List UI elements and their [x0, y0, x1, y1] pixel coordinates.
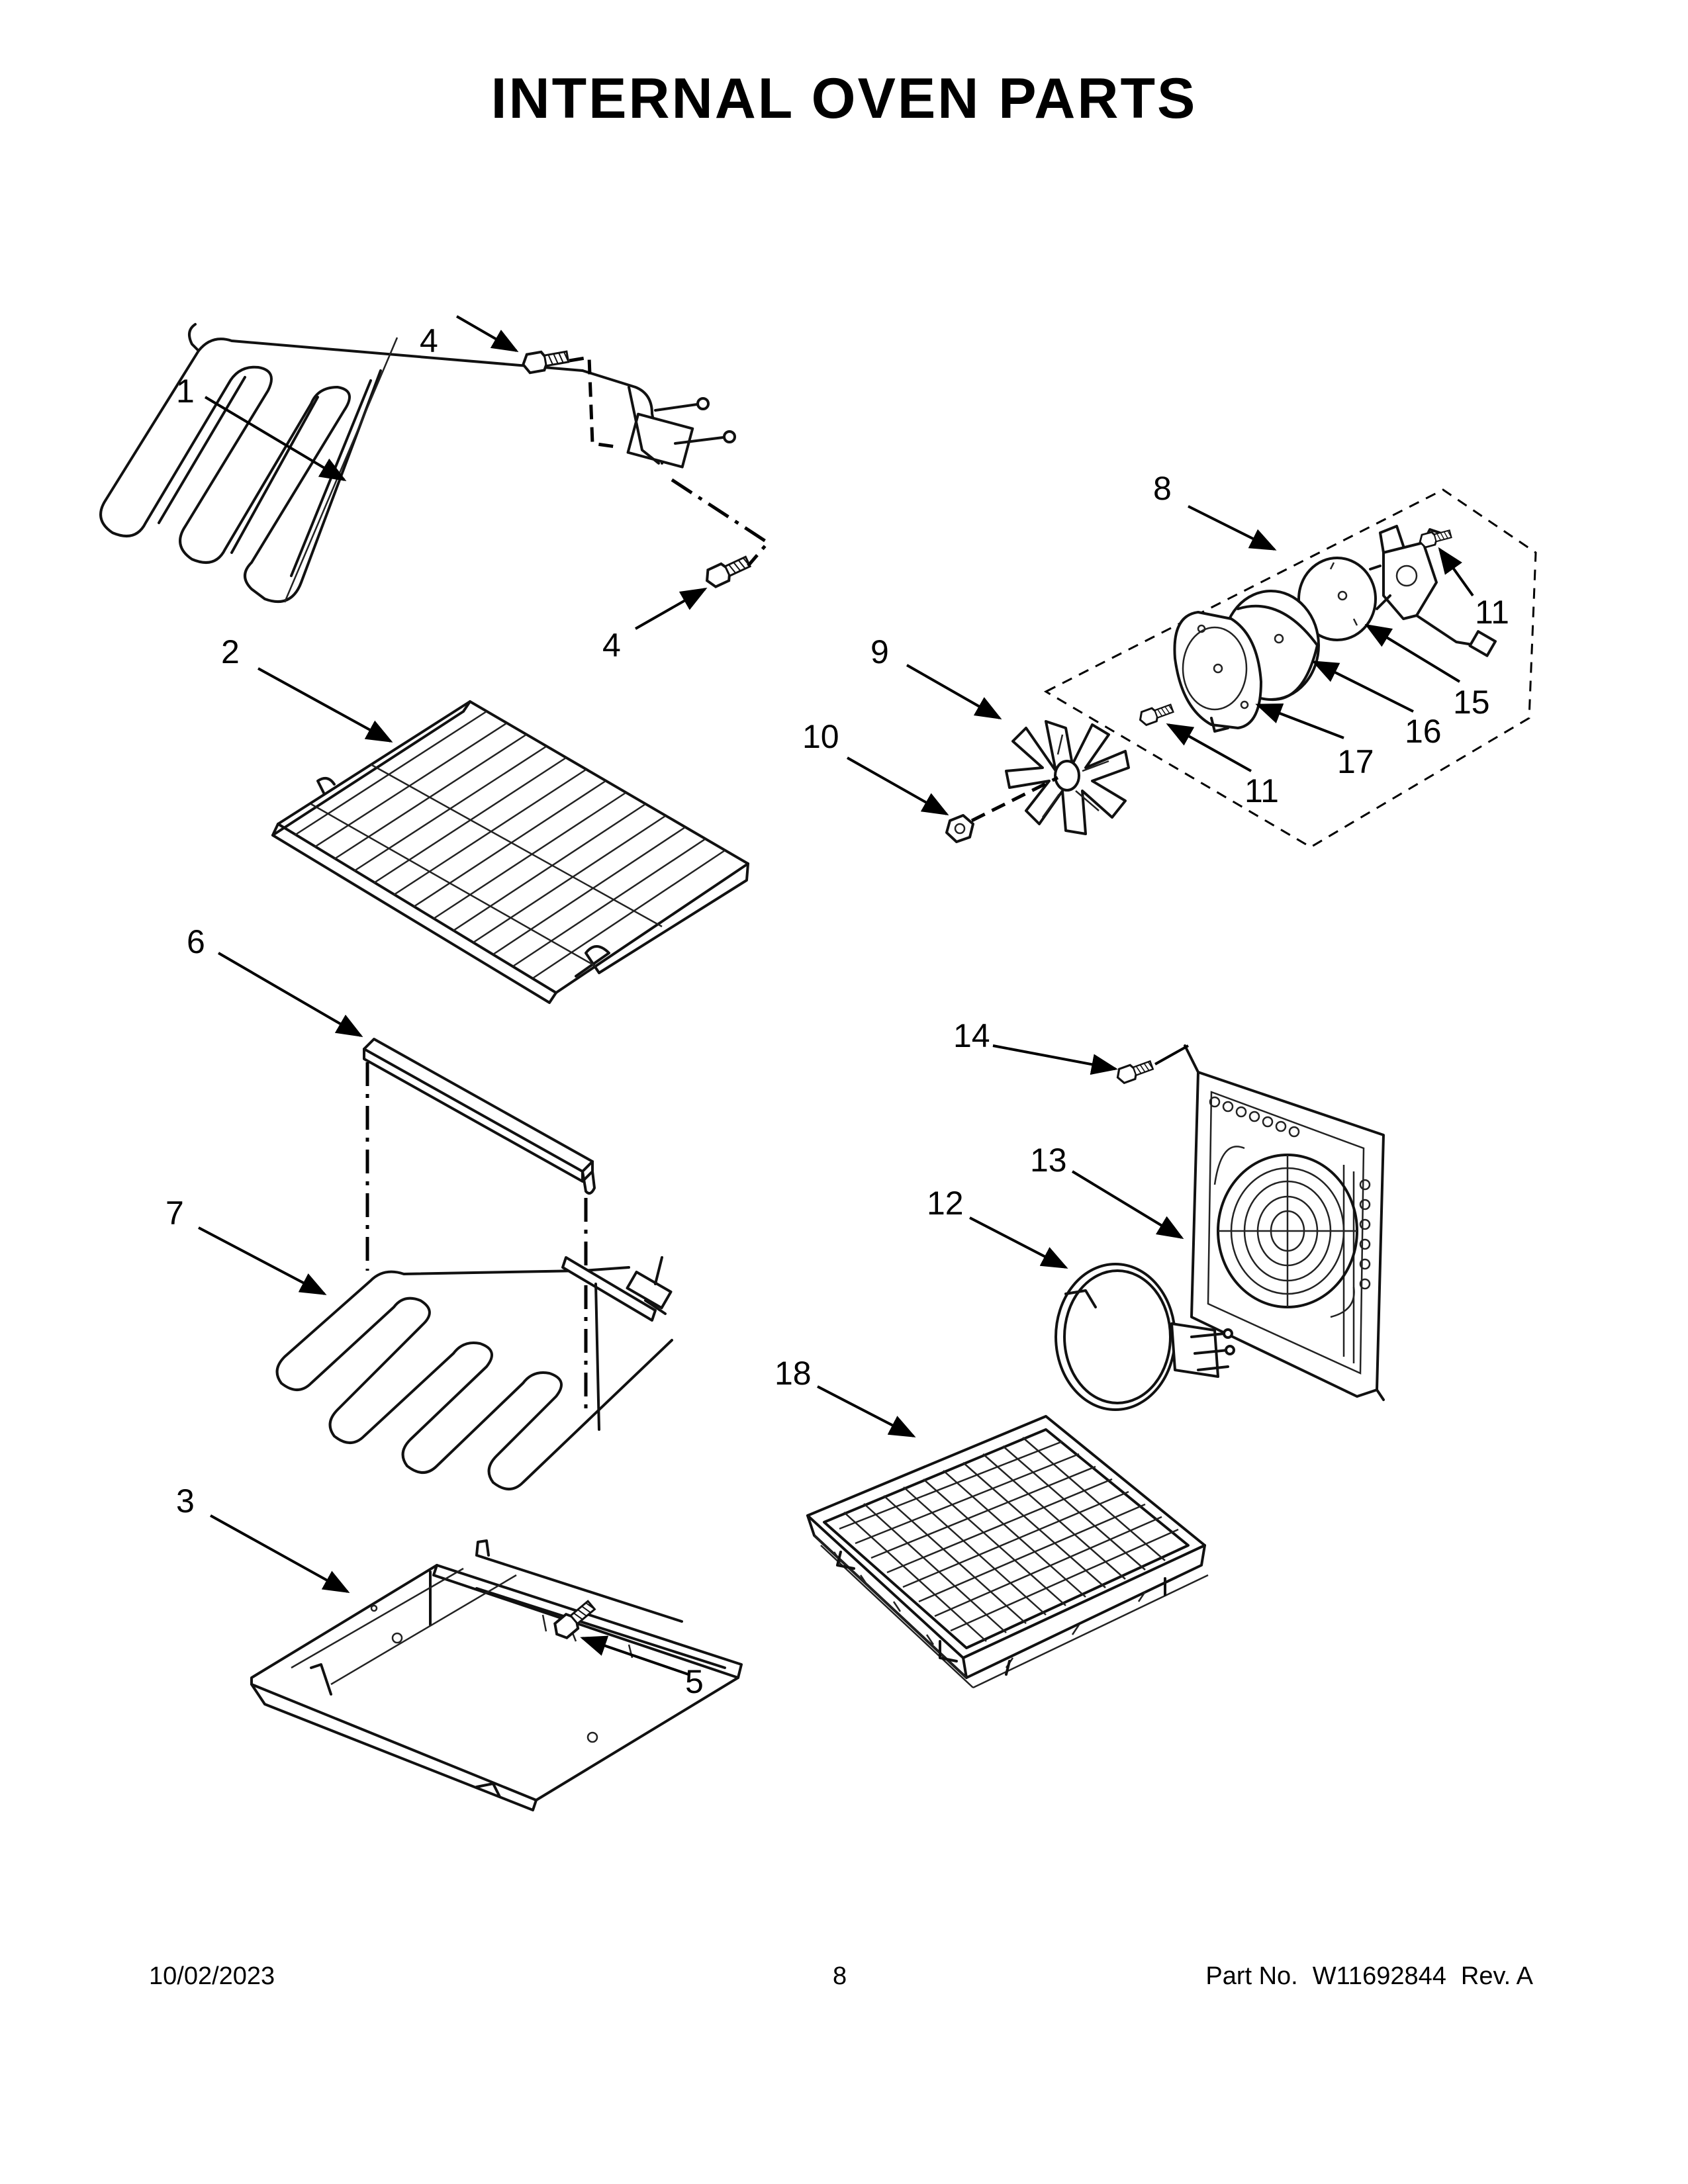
callout-label: 13	[1030, 1142, 1067, 1179]
callout-label: 7	[165, 1195, 184, 1232]
screw-icon	[702, 551, 753, 590]
callout-label: 17	[1337, 743, 1374, 780]
broil-element	[99, 323, 736, 603]
convection-assembly-box	[1043, 488, 1537, 848]
fan-shroud-plate	[1173, 611, 1262, 733]
callout-label: 18	[774, 1355, 812, 1392]
revision: Rev. A	[1460, 1962, 1533, 1990]
callout-label: 8	[1153, 470, 1172, 507]
leader-lines	[198, 315, 1474, 1676]
bake-element	[275, 1256, 673, 1490]
fan-nut	[945, 814, 974, 843]
bottom-panel	[250, 1539, 743, 1811]
assembly-line	[1154, 1044, 1189, 1066]
callout-label: 12	[927, 1185, 964, 1222]
assembly-line	[970, 776, 1059, 823]
callout-label: 11	[1244, 772, 1279, 809]
callout-label: 9	[870, 633, 889, 670]
air-fry-basket	[806, 1415, 1209, 1689]
callout-label: 14	[953, 1017, 990, 1054]
callout-label: 2	[221, 633, 240, 670]
callout-label: 5	[685, 1663, 704, 1700]
part-number: W11692844	[1312, 1962, 1446, 1990]
footer-part-info: Part No. W11692844 Rev. A	[1191, 1962, 1533, 1991]
convection-cover	[1184, 1044, 1385, 1401]
oven-rack	[271, 700, 749, 1004]
page-title: INTERNAL OVEN PARTS	[491, 67, 1197, 130]
callout-label: 4	[602, 627, 621, 664]
footer-page-number: 8	[833, 1962, 847, 1990]
element-bracket	[363, 1038, 596, 1195]
motor-gasket	[1297, 557, 1377, 641]
callout-label: 6	[187, 923, 205, 960]
callout-label: 16	[1405, 713, 1442, 750]
callout-label: 1	[176, 373, 195, 410]
screw-icon	[1114, 1057, 1156, 1086]
callout-label: 11	[1475, 594, 1509, 631]
callout-label: 4	[420, 322, 438, 359]
callout-label: 10	[802, 718, 839, 755]
convection-element	[1055, 1263, 1235, 1411]
convection-fan-blade	[1005, 720, 1130, 835]
assembly-line	[569, 355, 616, 449]
callout-label: 3	[176, 1482, 195, 1520]
callout-label: 15	[1453, 684, 1490, 721]
screw-icon	[1137, 700, 1176, 728]
assembly-line	[671, 478, 771, 567]
footer-date: 10/02/2023	[149, 1962, 275, 1990]
part-label: Part No.	[1205, 1962, 1298, 1990]
